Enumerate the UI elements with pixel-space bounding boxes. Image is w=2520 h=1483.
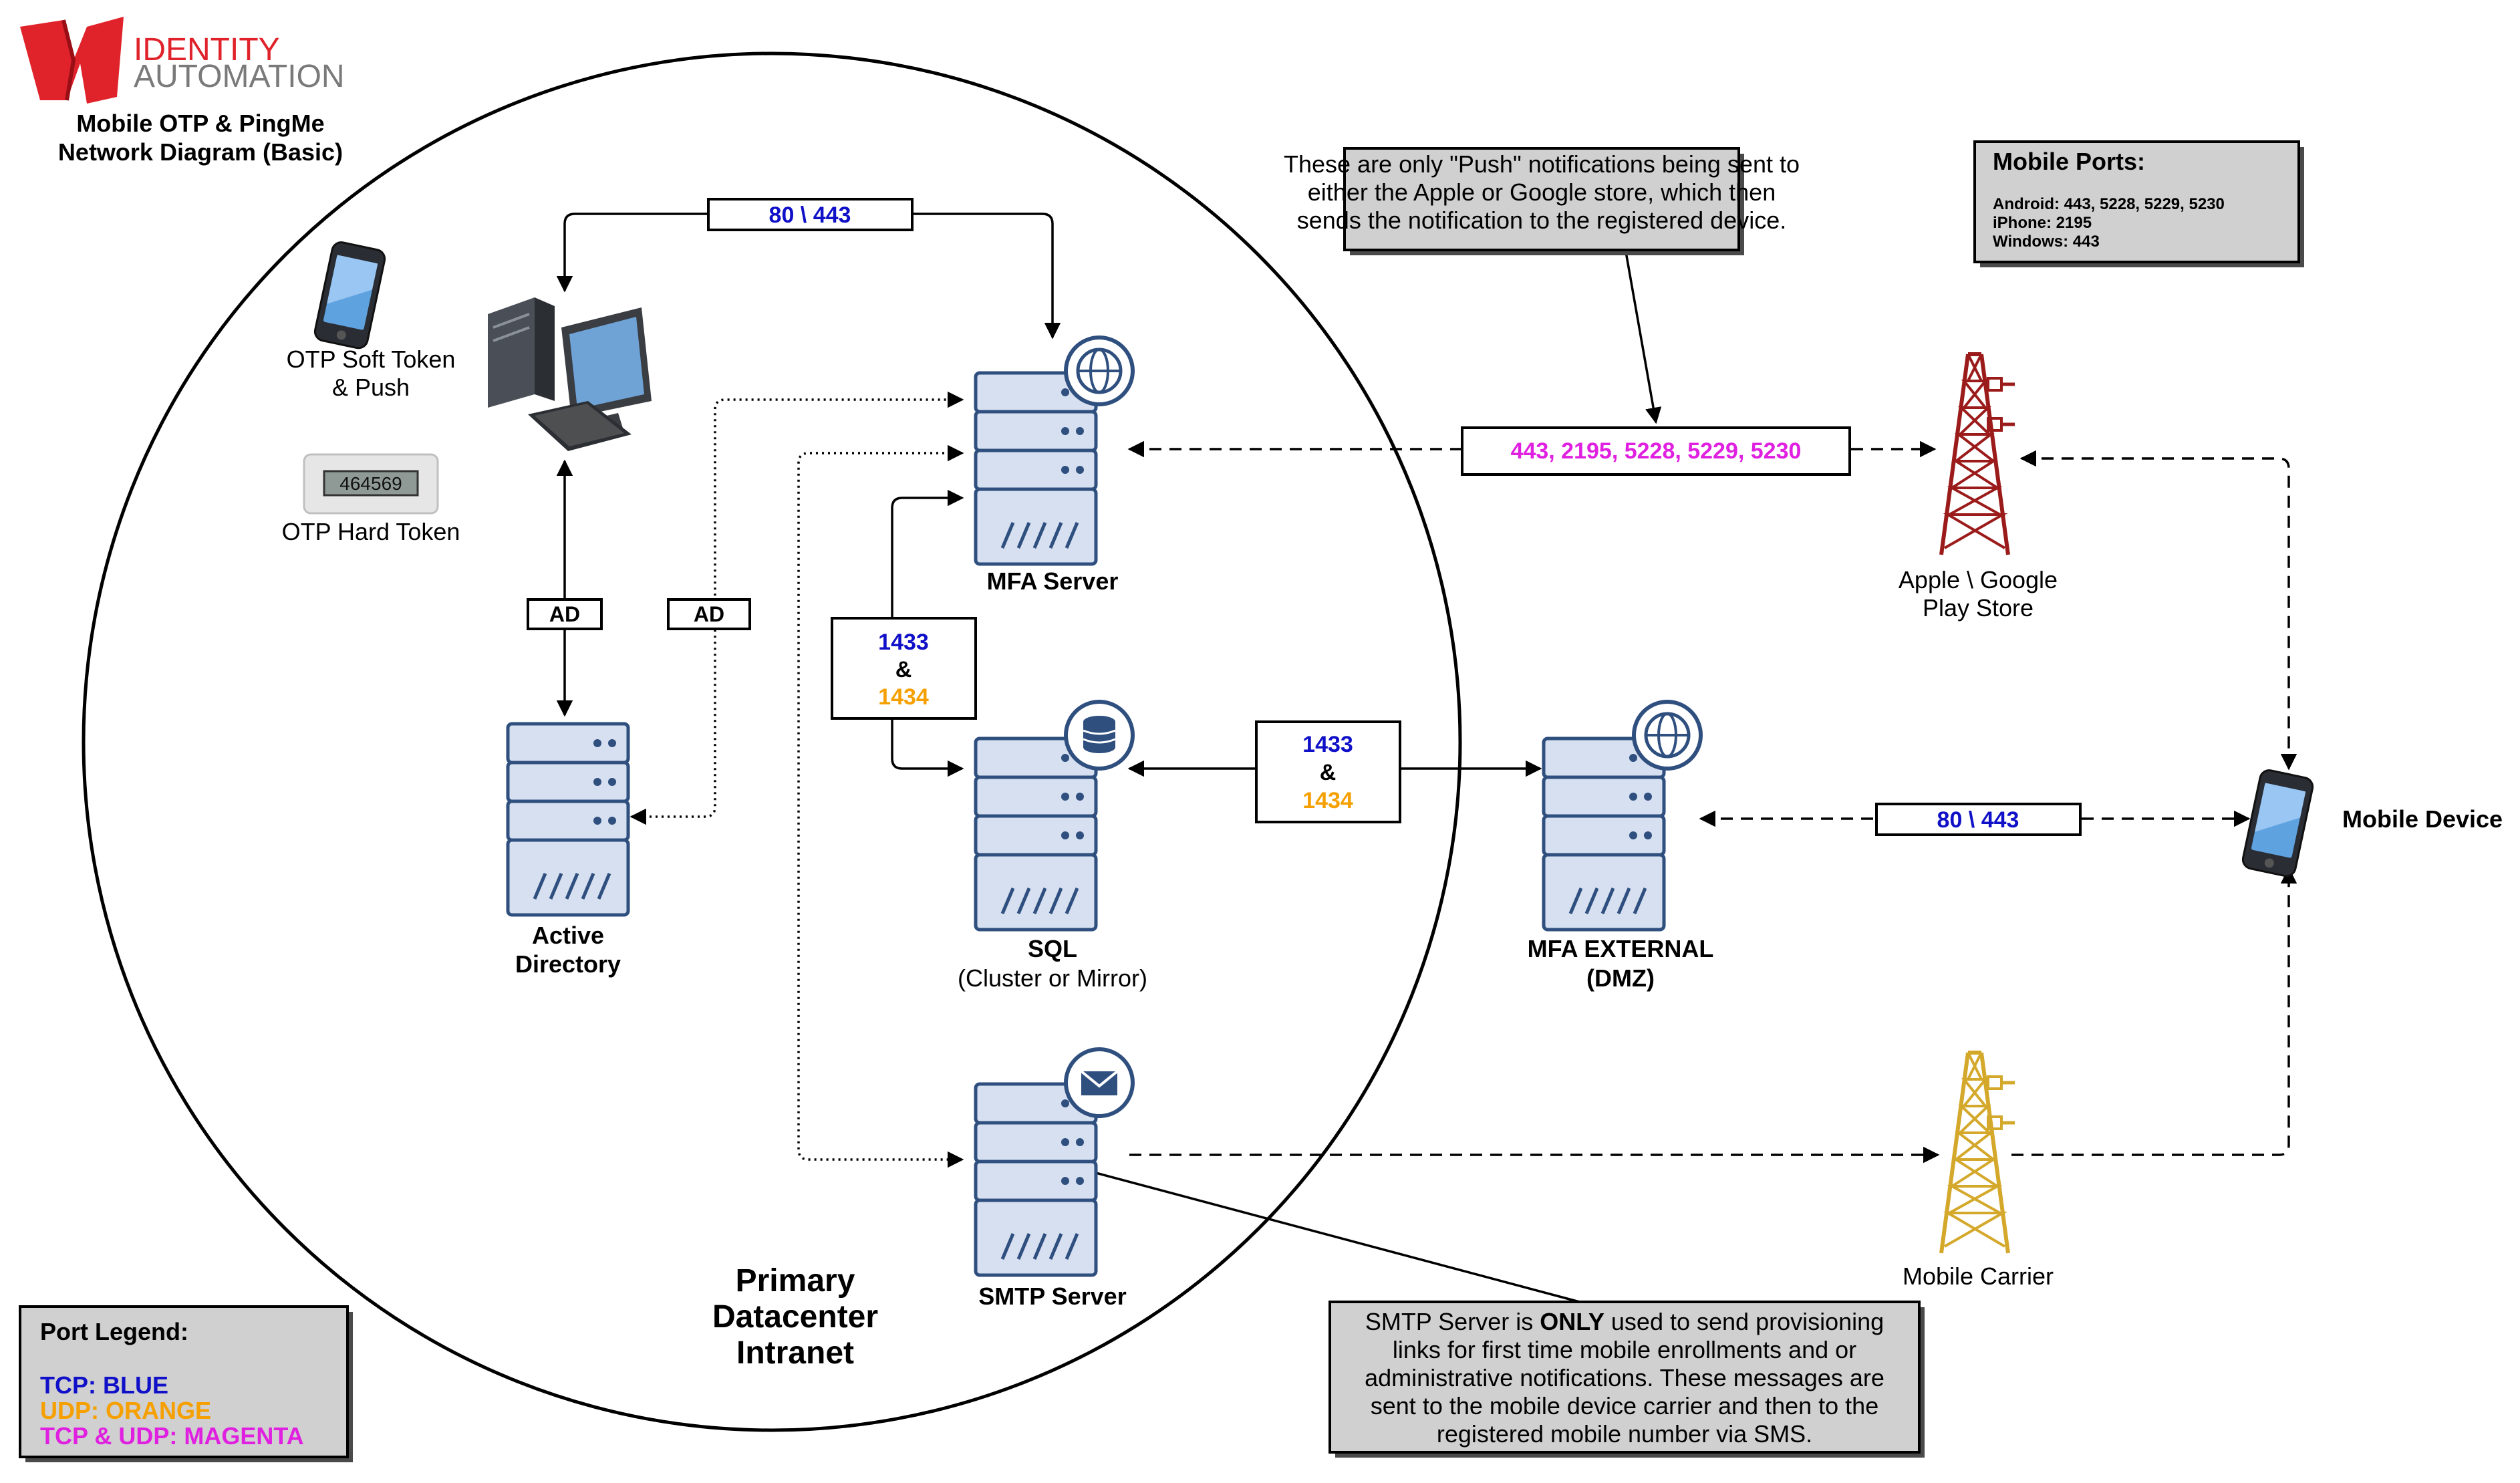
connector-appstore-mobile [2019,450,2297,771]
mobile-ports-title: Mobile Ports: [1993,148,2145,175]
active-directory-label-line1: Active [532,922,604,949]
label-box-mfa-sql [831,617,977,720]
edge-label-sql-external-amp: & [1320,760,1337,785]
soft-token-label-line1: OTP Soft Token [287,346,456,373]
push-note-line2: either the Apple or Google store, which … [1308,178,1776,206]
mfa-server-label: MFA Server [987,567,1119,595]
edge-label-mfa-sql-udp: 1434 [878,684,929,710]
smtp-note-box: SMTP Server is ONLY used to send provisi… [1328,1301,1925,1458]
port-legend-udp: UDP: ORANGE [40,1397,211,1424]
soft-token-label-line2: & Push [332,374,410,401]
push-note-line3: sends the notification to the registered… [1297,207,1786,234]
sql-label: SQL [1028,935,1077,962]
edge-label-workstation-mfa: 80 \ 443 [769,203,851,228]
label-box-external-mobile [1875,803,2082,836]
push-note-line1: These are only "Push" notifications bein… [1284,150,1800,178]
edge-label-mfa-sql-amp: & [895,657,912,682]
mobile-carrier-label: Mobile Carrier [1903,1262,2054,1290]
edge-label-mfa-sql-tcp: 1433 [878,630,929,655]
connector-mfa-smtp [797,444,964,1168]
workstation-icon [488,297,652,451]
edge-label-ad-mfa: AD [694,602,724,626]
mobile-ports-iphone: iPhone: 2195 [1993,214,2092,232]
hard-token-label: OTP Hard Token [282,518,460,545]
smtp-note-line1: SMTP Server is ONLY used to send provisi… [1365,1308,1884,1335]
mobile-ports-windows: Windows: 443 [1993,233,2100,251]
edge-label-sql-external-tcp: 1433 [1302,732,1353,757]
envelope-icon [1064,1047,1135,1118]
mfa-external-server-icon [1544,738,1664,930]
active-directory-icon [508,724,628,915]
connector-workstation-mfa-return [556,213,715,293]
sql-sublabel: (Cluster or Mirror) [958,964,1147,992]
globe-icon [1632,700,1703,771]
smtp-note-line3: administrative notifications. These mess… [1365,1364,1884,1391]
label-box-push-ports [1461,426,1851,476]
mobile-device-phone-icon [2240,767,2316,879]
soft-token-phone-icon [312,239,388,351]
smtp-server-label: SMTP Server [978,1283,1126,1310]
push-note-pointer [1623,240,1662,424]
mfa-external-label-line2: (DMZ) [1586,964,1655,992]
label-box-ad-mfa [667,598,751,630]
sql-server-icon [976,738,1096,930]
edge-label-external-mobile: 80 \ 443 [1937,807,2019,833]
hard-token-icon: 464569 [303,453,439,515]
app-store-tower-icon [1941,354,2015,555]
connector-workstation-mfa [708,213,1061,340]
edge-label-sql-external-udp: 1434 [1302,788,1353,813]
smtp-note-line4: sent to the mobile device carrier and th… [1371,1392,1878,1420]
globe-icon [1064,335,1135,406]
label-box-ad-workstation [527,598,603,630]
smtp-note-pointer [1095,1172,1598,1308]
zone-label-line1: Primary [736,1263,855,1299]
mfa-external-label-line1: MFA EXTERNAL [1528,935,1714,962]
push-note-box: These are only "Push" notifications bein… [1284,147,1800,255]
database-icon [1064,700,1135,771]
smtp-note-line5: registered mobile number via SMS. [1437,1420,1812,1448]
identity-automation-logo: IDENTITY AUTOMATION [20,17,345,104]
label-box-sql-external [1255,720,1401,823]
zone-label-line2: Datacenter [712,1299,878,1335]
active-directory-label-line2: Directory [515,950,621,978]
edge-label-push-ports: 443, 2195, 5228, 5229, 5230 [1511,438,1802,464]
mobile-ports-box: Mobile Ports: Android: 443, 5228, 5229, … [1973,140,2304,267]
connector-carrier-mobile [2011,867,2297,1156]
hard-token-display: 464569 [339,473,402,494]
mobile-ports-android: Android: 443, 5228, 5229, 5230 [1993,195,2225,213]
brand-name-line2: AUTOMATION [134,59,345,94]
diagram-title-line2: Network Diagram (Basic) [58,138,343,166]
smtp-server-icon [976,1084,1096,1275]
brand-name-line1: IDENTITY [134,32,280,68]
mobile-device-label: Mobile Device [2342,805,2503,833]
datacenter-zone [82,51,1462,1432]
app-store-label-line2: Play Store [1923,594,2034,622]
port-legend-box: Port Legend: TCP: BLUE UDP: ORANGE TCP &… [19,1305,353,1462]
port-legend-tcp: TCP: BLUE [40,1371,168,1399]
app-store-label-line1: Apple \ Google [1899,566,2058,593]
edge-label-ad-workstation: AD [549,602,580,626]
carrier-tower-icon [1941,1053,2015,1253]
port-legend-title: Port Legend: [40,1318,188,1345]
port-legend-both: TCP & UDP: MAGENTA [40,1422,304,1450]
diagram-title-line1: Mobile OTP & PingMe [76,110,324,137]
zone-label-line3: Intranet [736,1335,854,1371]
smtp-note-line2: links for first time mobile enrollments … [1393,1336,1856,1363]
label-box-workstation-mfa [707,198,914,231]
mfa-server-icon [976,373,1096,564]
